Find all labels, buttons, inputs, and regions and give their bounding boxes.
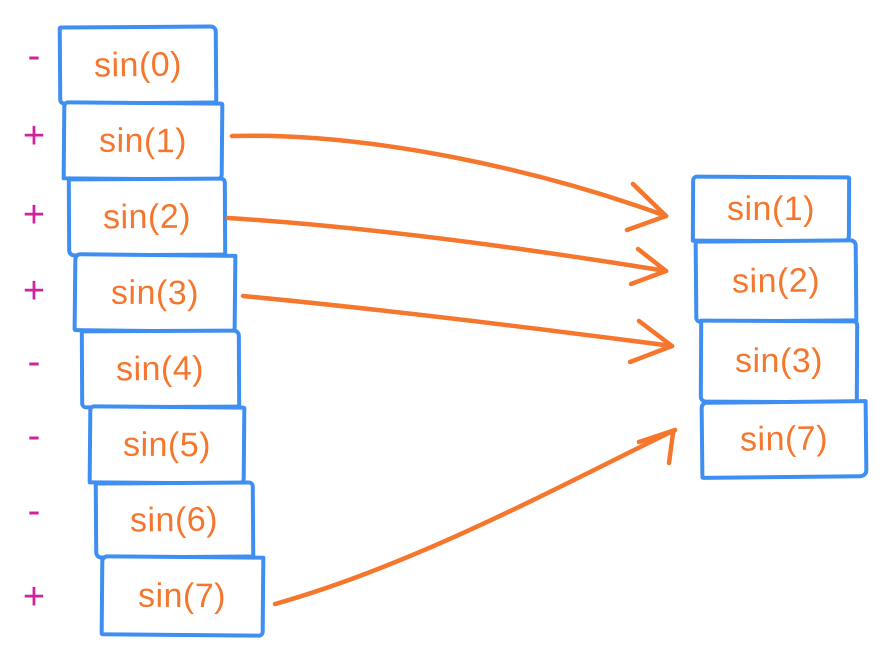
sign-sin6: -: [27, 489, 41, 532]
left-box-sin0: sin(0): [57, 24, 219, 106]
left-box-sin2: sin(2): [66, 176, 228, 258]
left-box-sin0-label: sin(0): [93, 45, 183, 84]
left-box-sin5: sin(5): [87, 404, 247, 486]
left-box-sin5-label: sin(5): [122, 425, 212, 464]
arrow-sin1-to-sin1: [229, 133, 669, 233]
right-box-sin3-label: sin(3): [734, 341, 824, 381]
right-box-sin1-label: sin(1): [726, 189, 816, 228]
right-box-sin7: sin(7): [699, 399, 869, 480]
right-box-sin2-label: sin(2): [731, 260, 821, 301]
sign-sin7: +: [22, 575, 46, 618]
left-box-sin7-label: sin(7): [138, 576, 227, 615]
left-box-sin3-label: sin(3): [110, 273, 200, 312]
sign-sin2: +: [22, 193, 46, 236]
sign-sin0: -: [27, 34, 41, 77]
left-box-sin4-label: sin(4): [116, 349, 205, 388]
sign-sin3: +: [22, 269, 46, 312]
sign-sin1: +: [22, 114, 46, 157]
right-box-sin3: sin(3): [698, 318, 860, 405]
arrow-sin3-to-sin3: [240, 293, 675, 365]
right-box-sin2: sin(2): [693, 238, 859, 324]
left-box-sin2-label: sin(2): [102, 197, 192, 236]
right-box-sin1: sin(1): [690, 174, 852, 244]
left-box-sin7: sin(7): [99, 554, 266, 638]
left-box-sin3: sin(3): [72, 252, 238, 334]
arrow-sin7-to-sin7: [272, 427, 678, 607]
sign-sin4: -: [27, 340, 41, 383]
sign-sin5: -: [27, 414, 41, 457]
arrow-sin2-to-sin2: [225, 215, 669, 287]
right-box-sin7-label: sin(7): [739, 419, 829, 459]
left-box-sin1: sin(1): [61, 100, 225, 182]
left-box-sin6-label: sin(6): [130, 500, 219, 539]
left-box-sin1-label: sin(1): [98, 121, 188, 160]
left-box-sin6: sin(6): [93, 480, 256, 560]
left-box-sin4: sin(4): [79, 328, 242, 410]
